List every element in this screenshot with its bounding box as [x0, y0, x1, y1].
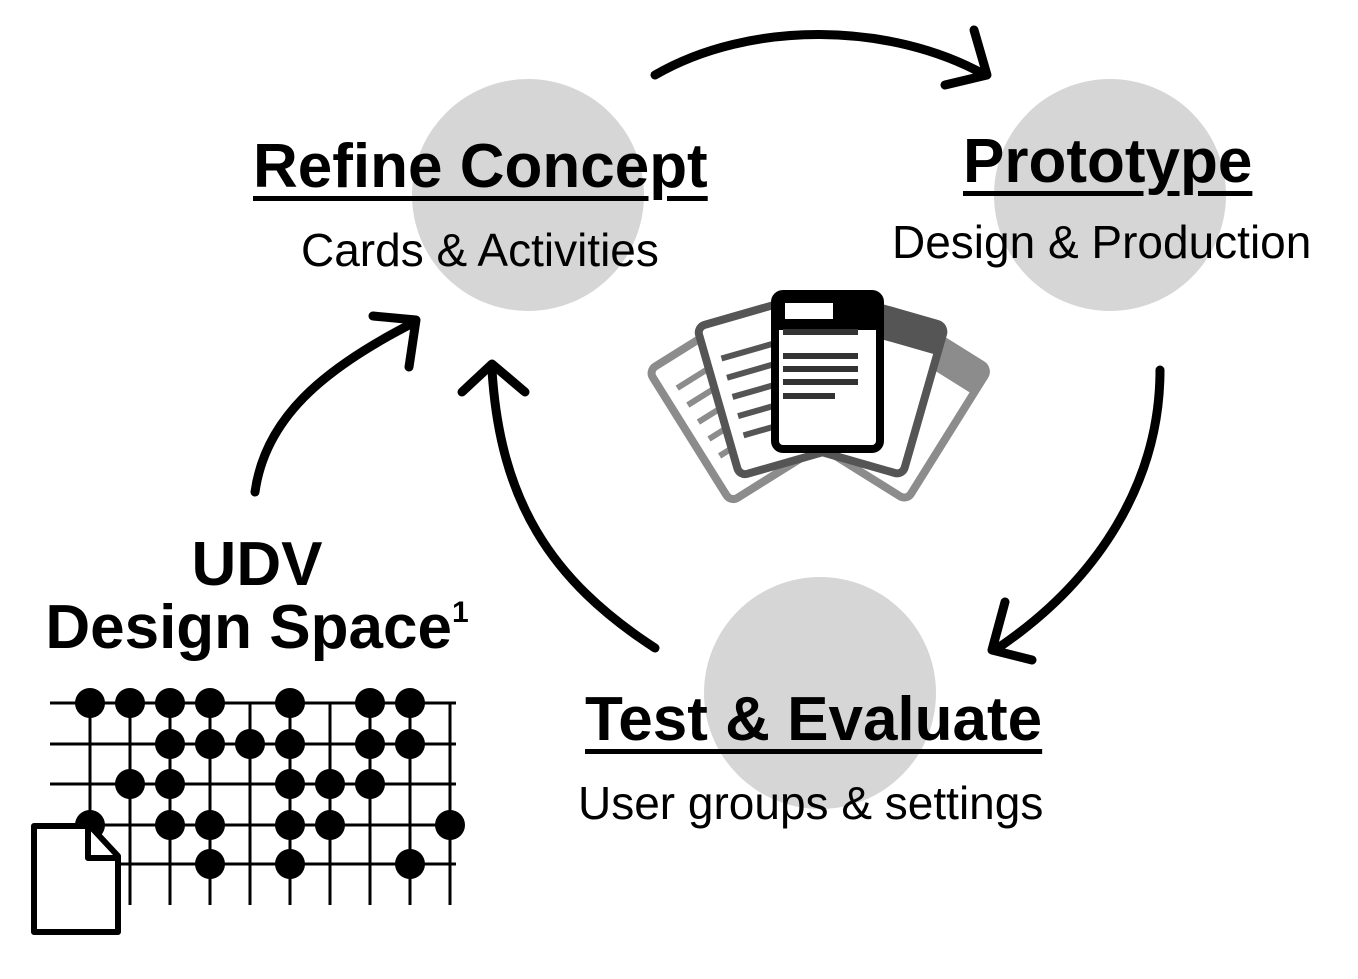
- refine-stage-circle: [412, 79, 644, 311]
- grid-dot: [395, 849, 425, 879]
- grid-dot: [155, 769, 185, 799]
- prototype-title: Prototype: [963, 127, 1253, 196]
- cards-stack-icon: [647, 290, 990, 504]
- udv-design-space-label: UDV Design Space1: [37, 530, 477, 660]
- grid-dot: [275, 688, 305, 718]
- grid-dot: [355, 769, 385, 799]
- grid-dot: [435, 810, 465, 840]
- grid-dot: [195, 810, 225, 840]
- test-evaluate-subtitle: User groups & settings: [578, 777, 1044, 829]
- grid-dot: [155, 688, 185, 718]
- arrow-refine-to-prototype: [650, 25, 992, 90]
- grid-dot: [195, 688, 225, 718]
- arrow-test-to-refine: [457, 359, 660, 653]
- grid-dot: [275, 769, 305, 799]
- grid-dot: [275, 849, 305, 879]
- grid-dot: [355, 688, 385, 718]
- grid-dot: [275, 729, 305, 759]
- grid-dot: [75, 688, 105, 718]
- arrow-prototype-to-test: [987, 365, 1165, 665]
- refine-concept-title: Refine Concept: [253, 132, 708, 201]
- prototype-stage-circle: [994, 79, 1226, 311]
- grid-dot: [395, 729, 425, 759]
- refine-concept-subtitle: Cards & Activities: [301, 224, 659, 276]
- grid-dot: [235, 729, 265, 759]
- grid-dot: [115, 688, 145, 718]
- prototype-subtitle: Design & Production: [892, 216, 1312, 268]
- grid-dot: [355, 729, 385, 759]
- arrow-udv-to-refine: [250, 311, 421, 497]
- grid-dot: [195, 849, 225, 879]
- grid-dot: [155, 729, 185, 759]
- grid-dot: [395, 688, 425, 718]
- design-space-footnote: 1: [451, 596, 469, 630]
- udv-label: UDV: [191, 530, 323, 599]
- grid-dot: [115, 769, 145, 799]
- grid-dot: [195, 729, 225, 759]
- grid-dot: [315, 810, 345, 840]
- test-evaluate-title: Test & Evaluate: [585, 685, 1043, 754]
- document-icon: [31, 823, 121, 935]
- grid-dot: [315, 769, 345, 799]
- design-space-label: Design Space1: [37, 596, 477, 659]
- test-stage-circle: [704, 577, 936, 809]
- design-space-text: Design Space: [45, 593, 452, 663]
- grid-dot: [155, 810, 185, 840]
- grid-dot: [275, 810, 305, 840]
